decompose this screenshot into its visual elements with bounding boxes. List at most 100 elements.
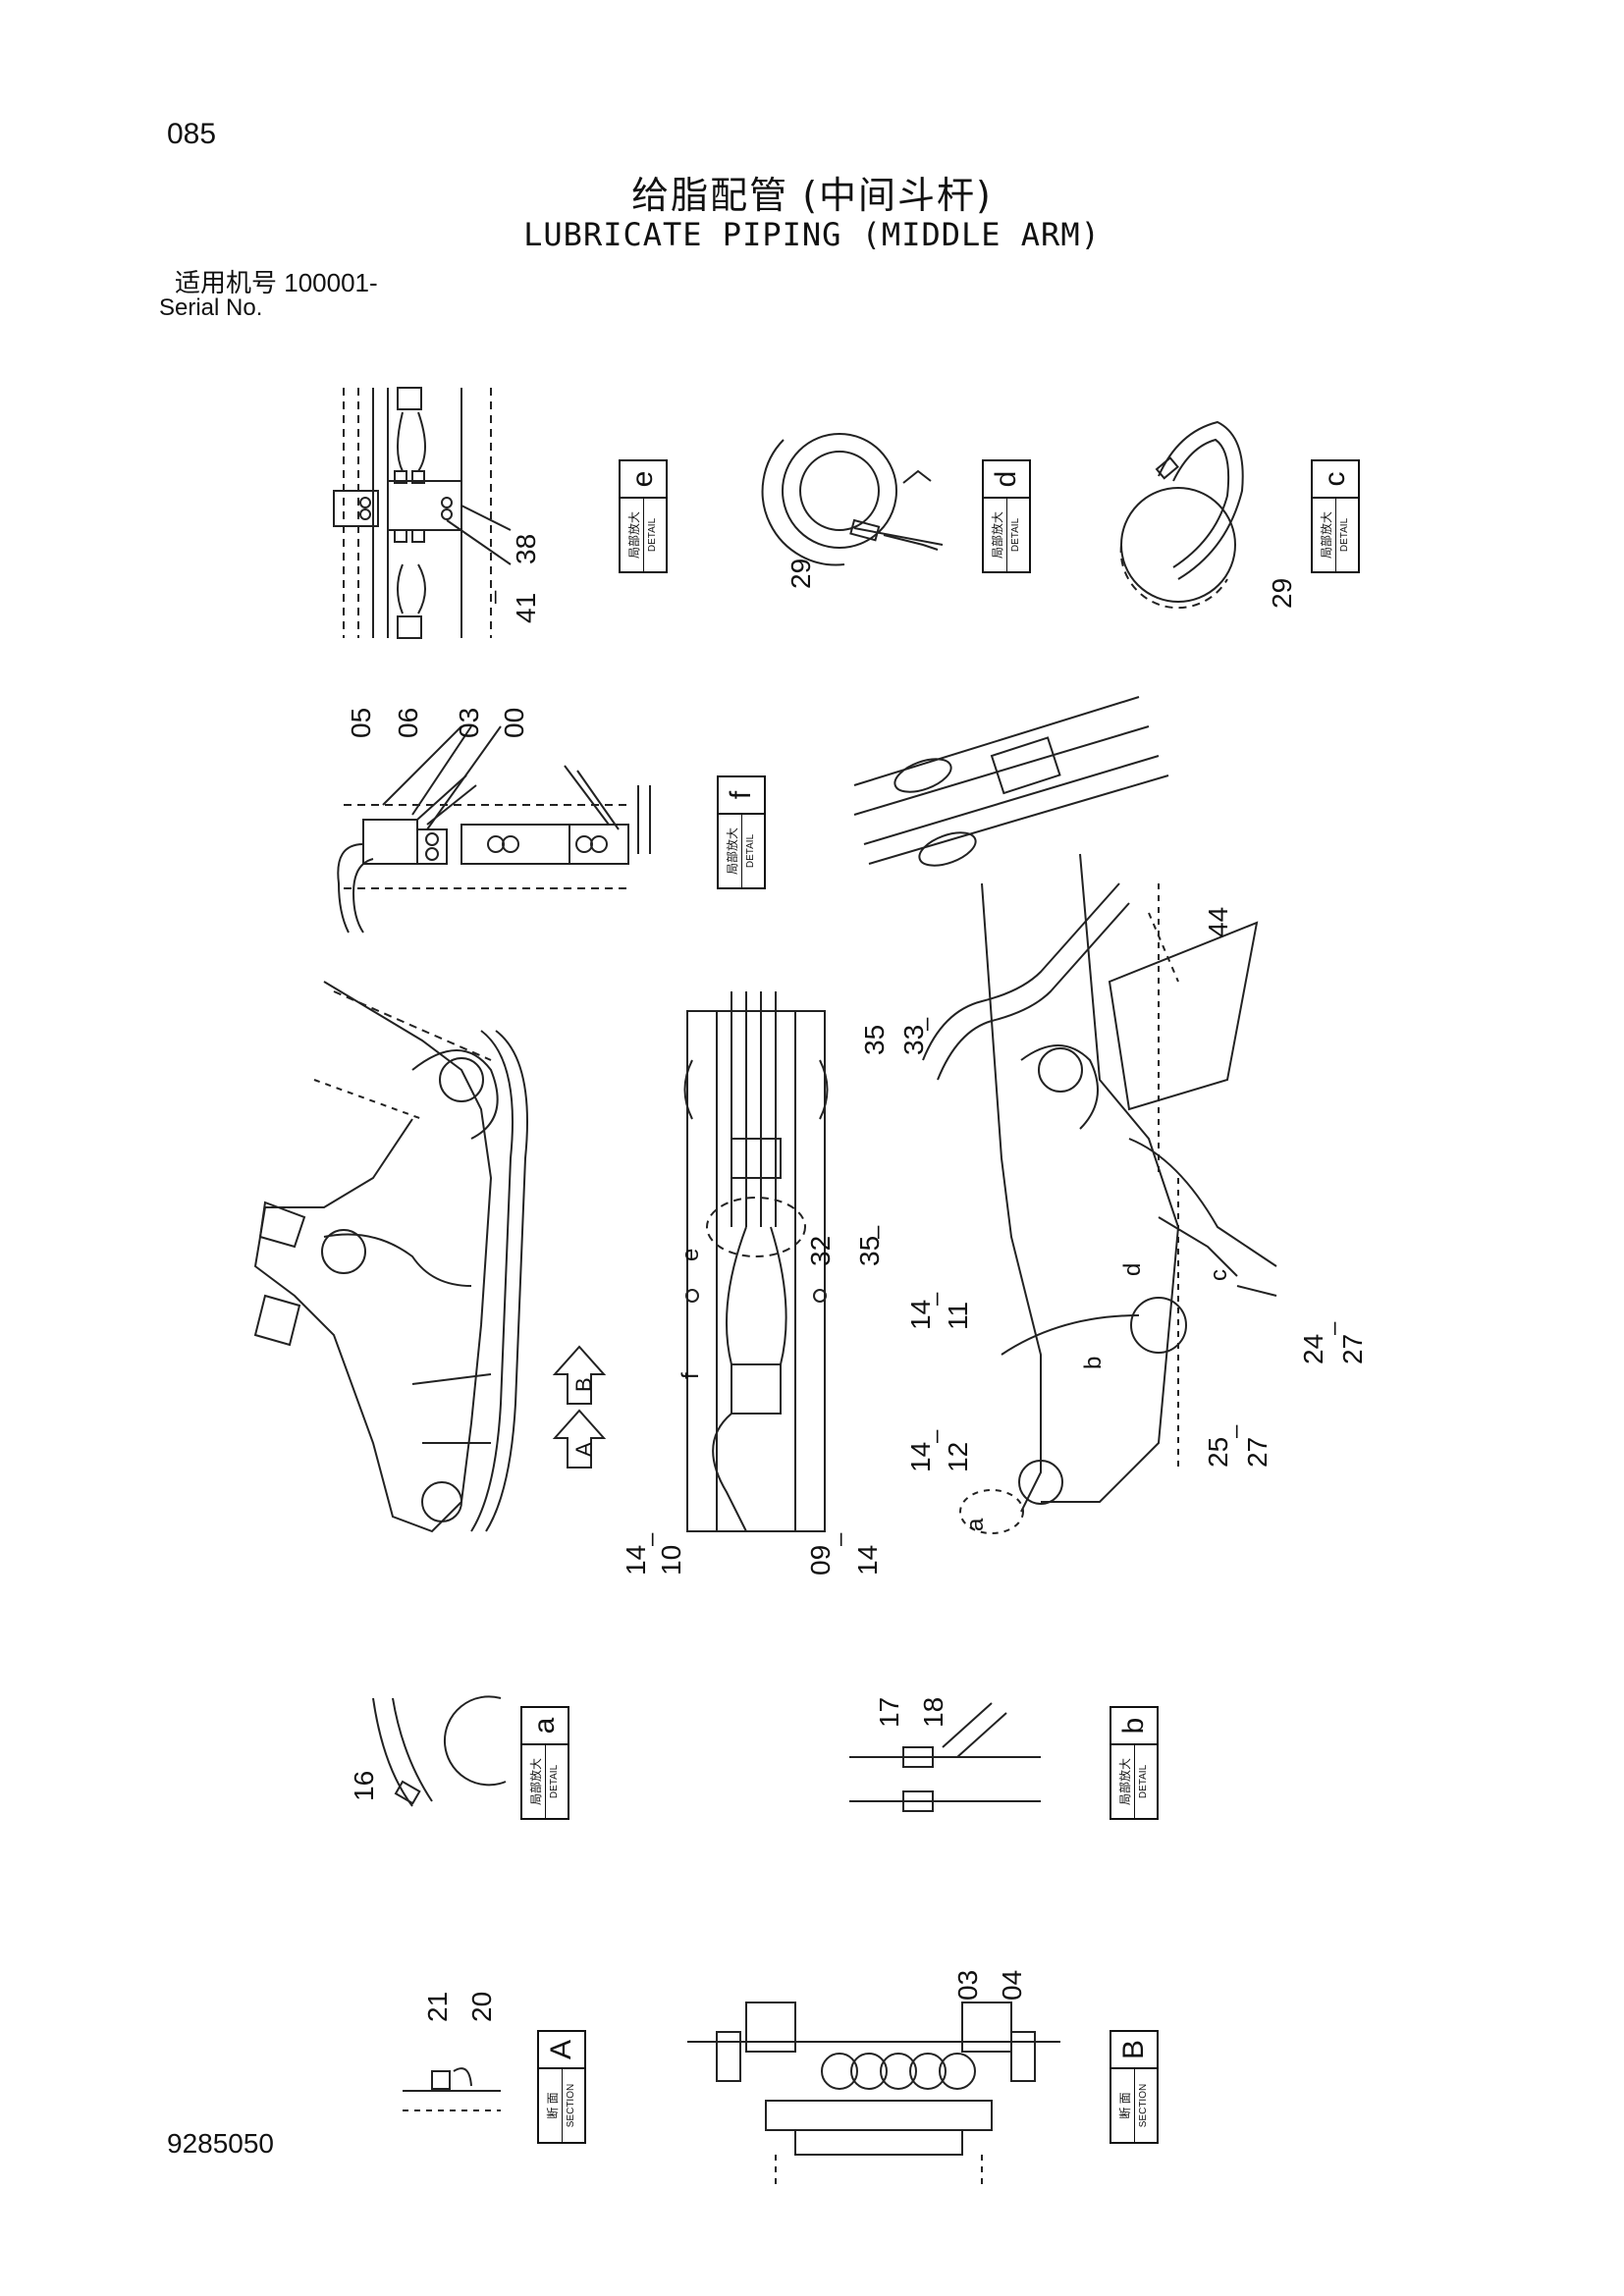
main-center-top-drawing bbox=[683, 991, 829, 1532]
callout-18: 18 bbox=[918, 1696, 948, 1728]
page-number: 085 bbox=[167, 118, 217, 150]
callout-20: 20 bbox=[466, 1991, 497, 2022]
section-b-drawing bbox=[687, 2002, 1060, 2189]
section-label-en: SECTION bbox=[565, 2083, 576, 2128]
main-right-arm-drawing bbox=[922, 853, 1277, 1534]
marker-a: a bbox=[962, 1518, 989, 1531]
detail-letter: f bbox=[725, 790, 757, 800]
callout-12: 12 bbox=[943, 1441, 973, 1472]
marker-f: f bbox=[677, 1372, 704, 1379]
callout-dash: – bbox=[913, 1017, 940, 1031]
view-arrow-a: A bbox=[571, 1442, 596, 1457]
callout-dash: – bbox=[827, 1532, 853, 1546]
callout-38: 38 bbox=[511, 533, 541, 564]
callout-dash: – bbox=[923, 1292, 949, 1306]
detail-d-drawing bbox=[761, 433, 944, 566]
callout-41: 41 bbox=[511, 592, 541, 623]
callout-dash: – bbox=[638, 1532, 665, 1546]
detail-c-drawing bbox=[1119, 420, 1244, 610]
callout-27: 27 bbox=[1337, 1333, 1368, 1364]
callout-29: 29 bbox=[785, 558, 816, 589]
section-label-cn: 断 面 bbox=[543, 2069, 563, 2142]
detail-label-en: DETAIL bbox=[1338, 517, 1350, 553]
callout-dash: – bbox=[923, 1429, 949, 1443]
callout-17: 17 bbox=[874, 1696, 904, 1728]
detail-label-cn: 局部放大 bbox=[624, 499, 644, 571]
callout-dash: – bbox=[1321, 1321, 1347, 1335]
section-letter: B bbox=[1117, 2040, 1150, 2060]
detail-letter: c bbox=[1319, 471, 1351, 487]
callout-03: 03 bbox=[454, 707, 484, 738]
detail-letter: d bbox=[990, 470, 1022, 488]
detail-b-drawing bbox=[849, 1702, 1041, 1812]
title-english: LUBRICATE PIPING (MIDDLE ARM) bbox=[523, 216, 1101, 253]
detail-f-drawing bbox=[337, 725, 651, 934]
callout-11: 11 bbox=[943, 1301, 973, 1330]
callout-25: 25 bbox=[1203, 1436, 1233, 1468]
callout-27: 27 bbox=[1242, 1436, 1272, 1468]
serial-label-en: Serial No. bbox=[159, 294, 263, 321]
serial-line: 适用机号 100001- bbox=[175, 263, 378, 299]
section-label-cn: 断 面 bbox=[1115, 2069, 1135, 2142]
detail-letter: b bbox=[1117, 1717, 1150, 1735]
callout-05: 05 bbox=[346, 707, 376, 738]
callout-29: 29 bbox=[1267, 577, 1297, 609]
callout-09: 09 bbox=[805, 1544, 836, 1575]
detail-label-en: DETAIL bbox=[1009, 517, 1021, 553]
detail-label-cn: 局部放大 bbox=[1115, 1745, 1135, 1818]
callout-00: 00 bbox=[499, 707, 529, 738]
callout-32: 32 bbox=[805, 1235, 836, 1266]
callout-16: 16 bbox=[349, 1770, 379, 1801]
callout-21: 21 bbox=[422, 1991, 453, 2022]
detail-label-en: DETAIL bbox=[548, 1764, 560, 1799]
boom-perspective-drawing bbox=[853, 696, 1169, 867]
callout-10: 10 bbox=[656, 1544, 686, 1575]
callout-dash: – bbox=[864, 1225, 891, 1239]
view-arrows bbox=[552, 1345, 607, 1468]
section-a-drawing bbox=[403, 2067, 501, 2111]
detail-label-cn: 局部放大 bbox=[1317, 499, 1336, 571]
callout-44: 44 bbox=[1203, 906, 1233, 937]
callout-06: 06 bbox=[393, 707, 423, 738]
document-number: 9285050 bbox=[167, 2128, 275, 2159]
marker-c: c bbox=[1206, 1269, 1232, 1281]
detail-label-en: DETAIL bbox=[744, 833, 756, 869]
detail-letter: e bbox=[626, 470, 659, 488]
marker-d: d bbox=[1119, 1262, 1146, 1276]
detail-a-drawing bbox=[372, 1695, 507, 1807]
detail-label-cn: 局部放大 bbox=[988, 499, 1007, 571]
section-label-en: SECTION bbox=[1137, 2083, 1149, 2128]
callout-dash: – bbox=[481, 590, 508, 604]
marker-b: b bbox=[1080, 1356, 1107, 1369]
serial-label-cn: 适用机号 bbox=[175, 268, 278, 297]
callout-03: 03 bbox=[952, 1969, 983, 2001]
main-left-arm-drawing bbox=[253, 981, 528, 1533]
callout-24: 24 bbox=[1298, 1333, 1328, 1364]
callout-14: 14 bbox=[852, 1544, 883, 1575]
callout-35: 35 bbox=[854, 1235, 885, 1266]
title-chinese: 给脂配管 (中间斗杆) bbox=[631, 174, 993, 217]
detail-label-cn: 局部放大 bbox=[526, 1745, 546, 1818]
serial-value: 100001- bbox=[284, 268, 378, 297]
section-letter: A bbox=[545, 2040, 577, 2060]
callout-14: 14 bbox=[905, 1441, 936, 1472]
detail-letter: a bbox=[528, 1717, 561, 1735]
callout-dash: – bbox=[1222, 1424, 1249, 1438]
detail-label-en: DETAIL bbox=[646, 517, 658, 553]
marker-e: e bbox=[677, 1248, 704, 1261]
detail-label-en: DETAIL bbox=[1137, 1764, 1149, 1799]
callout-04: 04 bbox=[997, 1969, 1027, 2001]
view-arrow-b: B bbox=[571, 1377, 596, 1392]
callout-14: 14 bbox=[621, 1544, 651, 1575]
detail-label-cn: 局部放大 bbox=[723, 815, 742, 887]
callout-35: 35 bbox=[859, 1024, 890, 1055]
